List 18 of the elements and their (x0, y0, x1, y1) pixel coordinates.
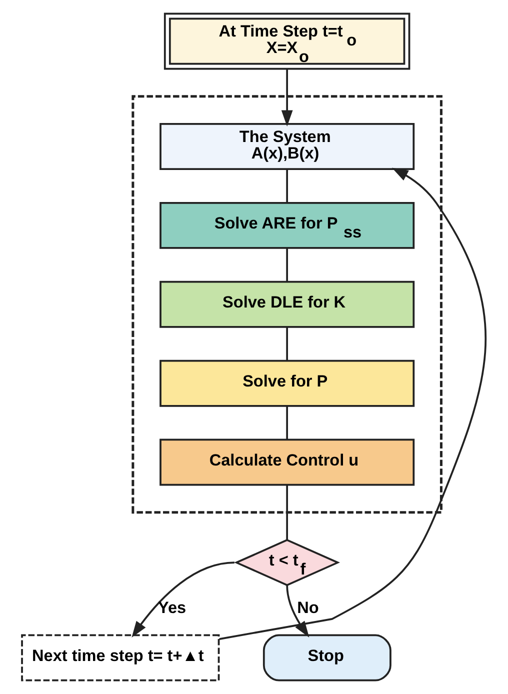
arrow (286, 585, 310, 638)
connector (286, 327, 288, 361)
node-box: Next time step t= t+▲t (21, 634, 220, 682)
node-box: The System A(x),B(x) (160, 122, 415, 170)
node-box: Solve for P (160, 360, 415, 407)
node-box: Solve DLE for K (160, 280, 415, 328)
connector (286, 248, 288, 282)
node-box: Stop (262, 634, 392, 682)
arrow (281, 68, 293, 127)
node-box: Calculate Control u (160, 438, 415, 486)
edge-label: Yes (158, 599, 186, 618)
connector (286, 485, 288, 540)
connector (286, 406, 288, 440)
connector (286, 169, 288, 203)
arrow (219, 168, 486, 640)
cluster (132, 95, 442, 514)
arrow (132, 562, 234, 638)
edge-label: No (297, 599, 319, 618)
